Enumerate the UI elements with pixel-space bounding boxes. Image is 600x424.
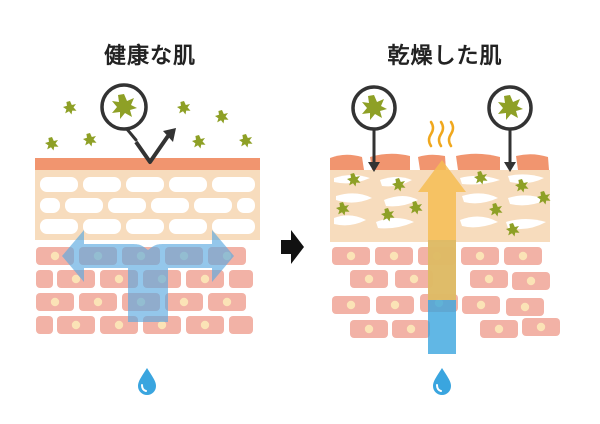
horny-cells bbox=[40, 177, 255, 234]
healthy-skin-title: 健康な肌 bbox=[103, 44, 196, 69]
stratum-corneum-surface bbox=[35, 158, 260, 170]
heat-wave-icon bbox=[427, 120, 455, 148]
right-arrow-icon bbox=[281, 230, 304, 264]
magnifier-icon bbox=[351, 85, 397, 172]
magnifier-icon bbox=[487, 85, 533, 172]
healthy-skin-panel bbox=[35, 83, 260, 396]
magnifier-icon bbox=[100, 83, 148, 142]
dry-skin-panel bbox=[330, 85, 560, 396]
moisture-evaporation-arrow bbox=[418, 160, 466, 300]
moisture-retention-arrows bbox=[62, 230, 234, 322]
epidermis-cells bbox=[36, 247, 253, 334]
arrowhead bbox=[163, 128, 176, 142]
water-drop-icon bbox=[137, 367, 157, 396]
horny-cells bbox=[334, 174, 546, 230]
water-drop-icon bbox=[432, 367, 452, 396]
bounce-arrow bbox=[134, 134, 170, 164]
dry-skin-title: 乾燥した肌 bbox=[387, 44, 503, 69]
allergen-icon bbox=[45, 101, 253, 151]
